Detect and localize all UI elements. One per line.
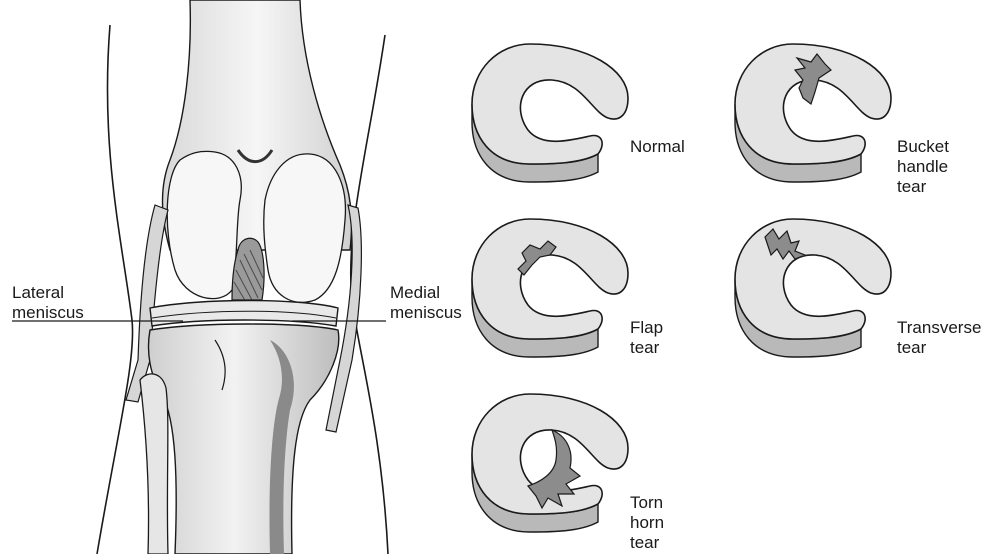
tibia xyxy=(149,324,339,554)
meniscus-transverse xyxy=(735,219,891,357)
bucket-line-1: Bucket xyxy=(897,137,949,157)
bucket-line-3: tear xyxy=(897,177,949,197)
transverse-line-2: tear xyxy=(897,338,981,358)
meniscus-bucket xyxy=(735,44,891,182)
meniscus-top xyxy=(472,219,628,339)
meniscus-top xyxy=(735,219,891,339)
flap-line-1: Flap xyxy=(630,318,663,338)
lateral-condyle xyxy=(167,151,241,298)
meniscus-top xyxy=(472,44,628,164)
normal-line-1: Normal xyxy=(630,137,685,157)
horn-line-1: Torn xyxy=(630,493,664,513)
transverse-tear-label: Transverse tear xyxy=(897,318,981,358)
normal-label: Normal xyxy=(630,137,685,157)
bucket-line-2: handle xyxy=(897,157,949,177)
medial-condyle xyxy=(264,154,346,302)
torn-horn-tear-label: Torn horn tear xyxy=(630,493,664,553)
lateral-meniscus-line-2: meniscus xyxy=(12,303,84,323)
horn-line-2: horn xyxy=(630,513,664,533)
flap-line-2: tear xyxy=(630,338,663,358)
bucket-handle-tear-label: Bucket handle tear xyxy=(897,137,949,197)
lateral-meniscus-label: Lateral meniscus xyxy=(12,283,84,323)
meniscus-horn xyxy=(472,394,628,532)
meniscus-band xyxy=(150,301,338,327)
lateral-meniscus-line-1: Lateral xyxy=(12,283,84,303)
transverse-line-1: Transverse xyxy=(897,318,981,338)
meniscus-flap xyxy=(472,219,628,357)
horn-line-3: tear xyxy=(630,533,664,553)
leg-outline-left xyxy=(97,25,133,554)
medial-meniscus-line-2: meniscus xyxy=(390,303,462,323)
knee-illustration xyxy=(97,0,388,554)
medial-meniscus-label: Medial meniscus xyxy=(390,283,462,323)
flap-tear-label: Flap tear xyxy=(630,318,663,358)
meniscus-types xyxy=(472,44,891,532)
fibula xyxy=(140,374,168,554)
meniscus-none xyxy=(472,44,628,182)
medial-meniscus-line-1: Medial xyxy=(390,283,462,303)
